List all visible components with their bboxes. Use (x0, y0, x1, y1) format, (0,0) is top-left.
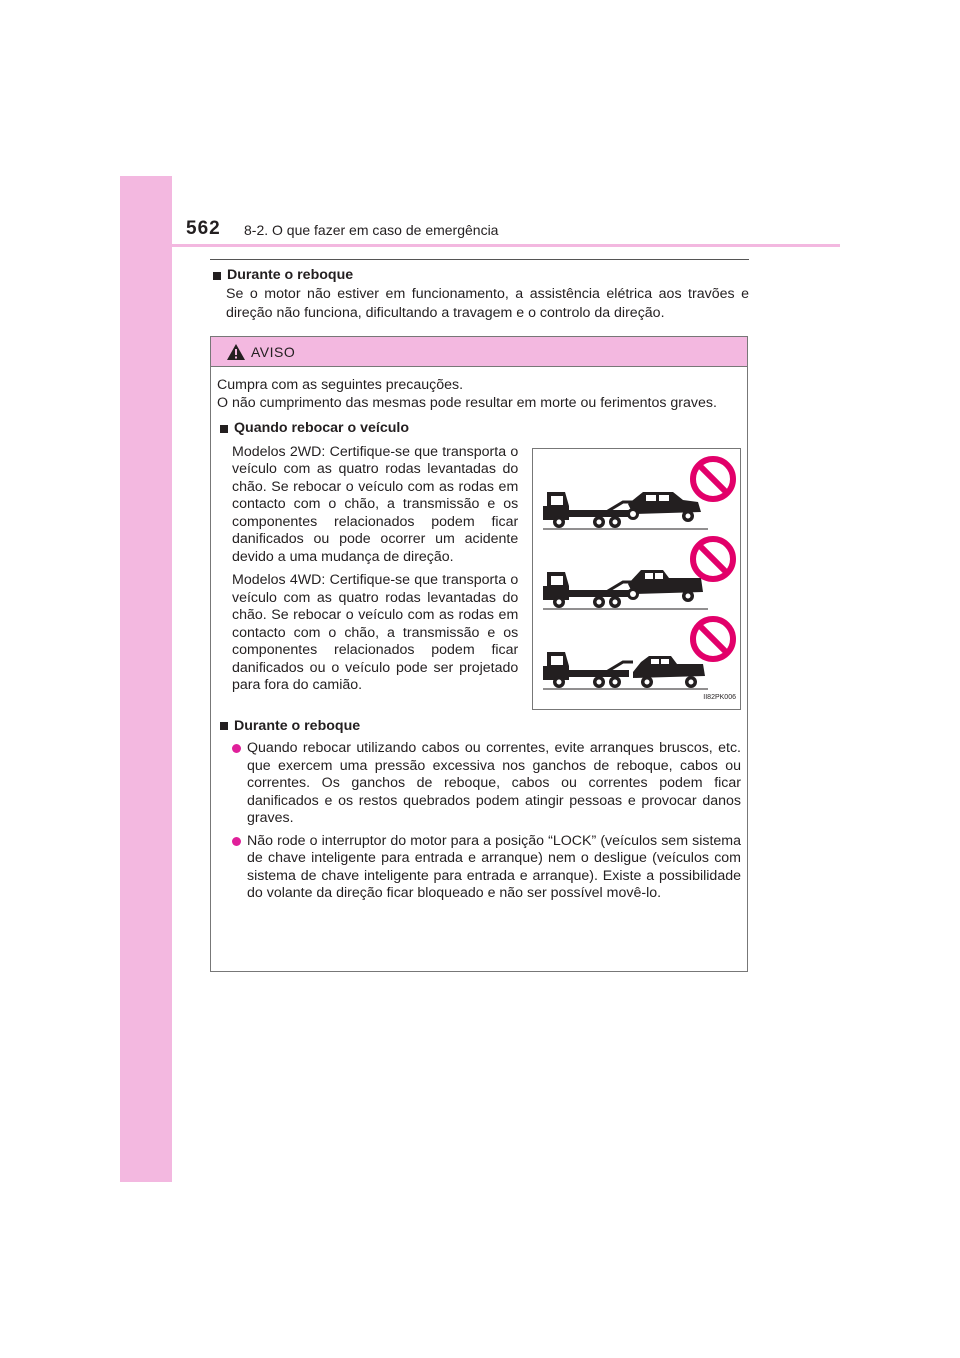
towing-heading: Quando rebocar o veículo (217, 420, 741, 438)
para-2wd: Modelos 2WD: Certifique-se que transport… (232, 443, 519, 565)
intro-text: Se o motor não estiver em funcionamento,… (226, 286, 749, 321)
dot-bullet-icon (232, 836, 241, 846)
dot-bullet-icon (232, 744, 241, 753)
list-item: Quando rebocar utilizando cabos ou corre… (217, 740, 741, 828)
chapter-side-bar (120, 176, 172, 1182)
intro-heading: Durante o reboque (210, 266, 749, 285)
warning-box: AVISO Cumpra com as seguintes precauções… (210, 336, 748, 972)
warning-body: Cumpra com as seguintes precauções. O nã… (211, 367, 747, 903)
para-4wd: Modelos 4WD: Certifique-se que transport… (232, 572, 519, 693)
warning-intro-line: O não cumprimento das mesmas pode result… (217, 394, 717, 411)
page-number: 562 (186, 218, 221, 239)
warning-triangle-icon (227, 343, 245, 360)
towing-illustration: II82PK006 (532, 447, 741, 710)
warning-header: AVISO (211, 337, 747, 367)
intro-block: Durante o reboque Se o motor não estiver… (210, 266, 749, 323)
towing-text: Modelos 2WD: Certifique-se que transport… (217, 444, 518, 710)
warning-title: AVISO (251, 343, 296, 360)
tow-truck-prohibited-illustration (541, 449, 739, 689)
square-bullet-icon (213, 271, 221, 280)
during-towing-heading: Durante o reboque (217, 718, 741, 736)
during-towing-list: Quando rebocar utilizando cabos ou corre… (217, 740, 741, 903)
divider (210, 259, 749, 260)
square-bullet-icon (220, 424, 228, 433)
square-bullet-icon (220, 722, 228, 731)
warning-intro-line: Cumpra com as seguintes precauções. (217, 377, 464, 393)
towing-section: Modelos 2WD: Certifique-se que transport… (217, 444, 741, 710)
header-rule (172, 244, 840, 247)
list-item: Não rode o interruptor do motor para a p… (217, 833, 741, 903)
section-title: 8-2. O que fazer em caso de emergência (244, 222, 499, 238)
figure-code: II82PK006 (703, 694, 736, 701)
